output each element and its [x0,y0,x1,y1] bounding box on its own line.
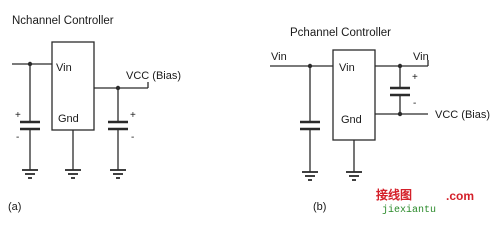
caption-a: (a) [8,201,21,213]
circuit-diagrams: Nchannel Controller Vin Gnd + - [8,15,490,216]
vin-pin-a: Vin [56,62,72,74]
bias-capacitor-b [390,86,410,97]
ground-icon [302,171,318,181]
input-capacitor-a [20,120,40,131]
ground-icon [346,171,362,181]
watermark-url: jiexiantu [382,204,436,216]
vin-label-right-b: Vin [413,51,429,63]
bias-capacitor-a [108,120,128,131]
bias-cap-minus-a: - [131,132,134,143]
vin-label-left-b: Vin [271,51,287,63]
ground-icon [110,169,126,179]
input-cap-plus-a: + [15,110,21,121]
vcc-label-b: VCC (Bias) [435,109,490,121]
vin-pin-b: Vin [339,62,355,74]
diagram-b: Pchannel Controller Vin Gnd Vin Vi [270,27,490,213]
controller-box-b [332,49,376,141]
gnd-pin-b: Gnd [341,114,362,126]
vcc-label-a: VCC (Bias) [126,70,181,82]
ground-icon [22,169,38,179]
watermark: 接线图 .com jiexiantu [376,187,474,216]
bias-cap-plus-a: + [130,110,136,121]
input-cap-minus-a: - [16,132,19,143]
diagram-b-title: Pchannel Controller [290,27,391,39]
watermark-domain: .com [446,189,474,203]
vcc-junction-b [397,111,403,117]
gnd-pin-a: Gnd [58,113,79,125]
diagram-a: Nchannel Controller Vin Gnd + - [8,15,181,213]
input-capacitor-b [300,120,320,131]
bias-cap-plus-b: + [412,72,418,83]
watermark-chinese: 接线图 [376,187,412,202]
diagram-a-title: Nchannel Controller [12,15,114,27]
bias-cap-minus-b: - [413,98,416,109]
caption-b: (b) [313,201,326,213]
ground-icon [65,169,81,179]
controller-box-a [51,41,95,131]
